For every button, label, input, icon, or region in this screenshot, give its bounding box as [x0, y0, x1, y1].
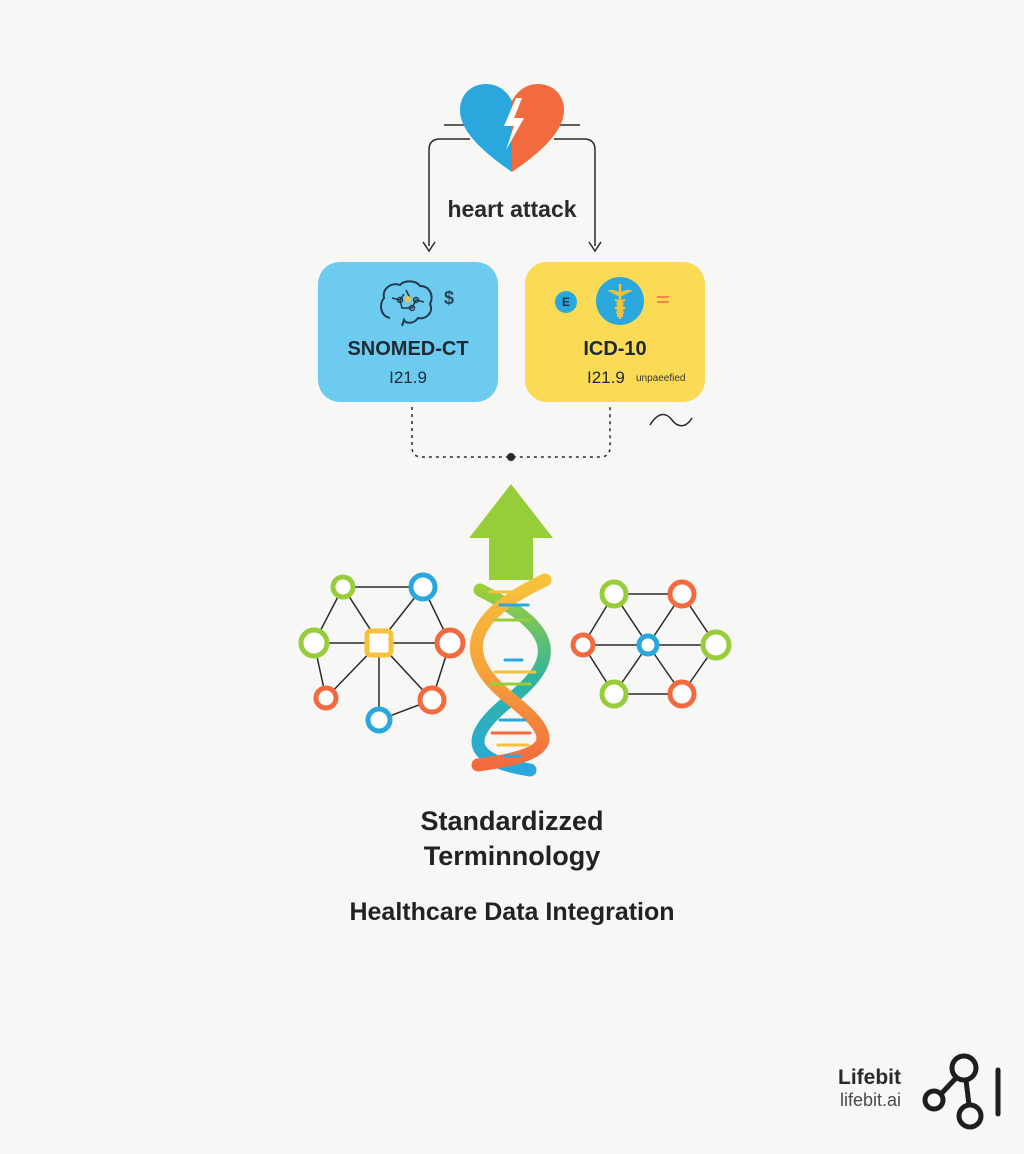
lifebit-logo-icon — [922, 1053, 1001, 1130]
arrow-up-icon — [469, 484, 553, 580]
network-graph-right-icon — [570, 579, 732, 709]
brand-url: lifebit.ai — [839, 1090, 901, 1110]
snomed-ct-code: I21.9 — [389, 368, 427, 387]
main-title-line-1: Standardizzed — [420, 806, 604, 836]
main-title-line-2: Terminnology — [423, 841, 601, 871]
snomed-ct-box: $ SNOMED-CT I21.9 — [318, 262, 498, 402]
dollar-glyph: $ — [444, 288, 455, 308]
icd-10-box: E ICD-10 I21.9 unpaeefied — [525, 262, 705, 402]
snomed-ct-title: SNOMED-CT — [347, 338, 469, 360]
brain-icon — [380, 280, 433, 327]
squiggle-mark — [649, 413, 693, 427]
equals-glyph-icon — [657, 296, 669, 303]
caduceus-icon — [596, 277, 644, 325]
subtitle: Healthcare Data Integration — [349, 898, 675, 926]
merge-dot — [507, 453, 515, 461]
e-badge: E — [555, 291, 577, 313]
dna-helix-icon — [470, 573, 552, 777]
icd-10-title: ICD-10 — [583, 338, 647, 360]
network-graph-left-icon — [298, 572, 466, 734]
main-title: Standardizzed Terminnology — [312, 804, 712, 874]
merge-connector — [411, 407, 611, 458]
broken-heart-icon — [444, 84, 580, 172]
heart-attack-label: heart attack — [447, 196, 577, 222]
icd-10-note: unpaeefied — [636, 373, 686, 384]
heart-connectors — [422, 138, 602, 253]
icd-10-code: I21.9 — [587, 368, 625, 387]
brand-name: Lifebit — [838, 1066, 901, 1089]
